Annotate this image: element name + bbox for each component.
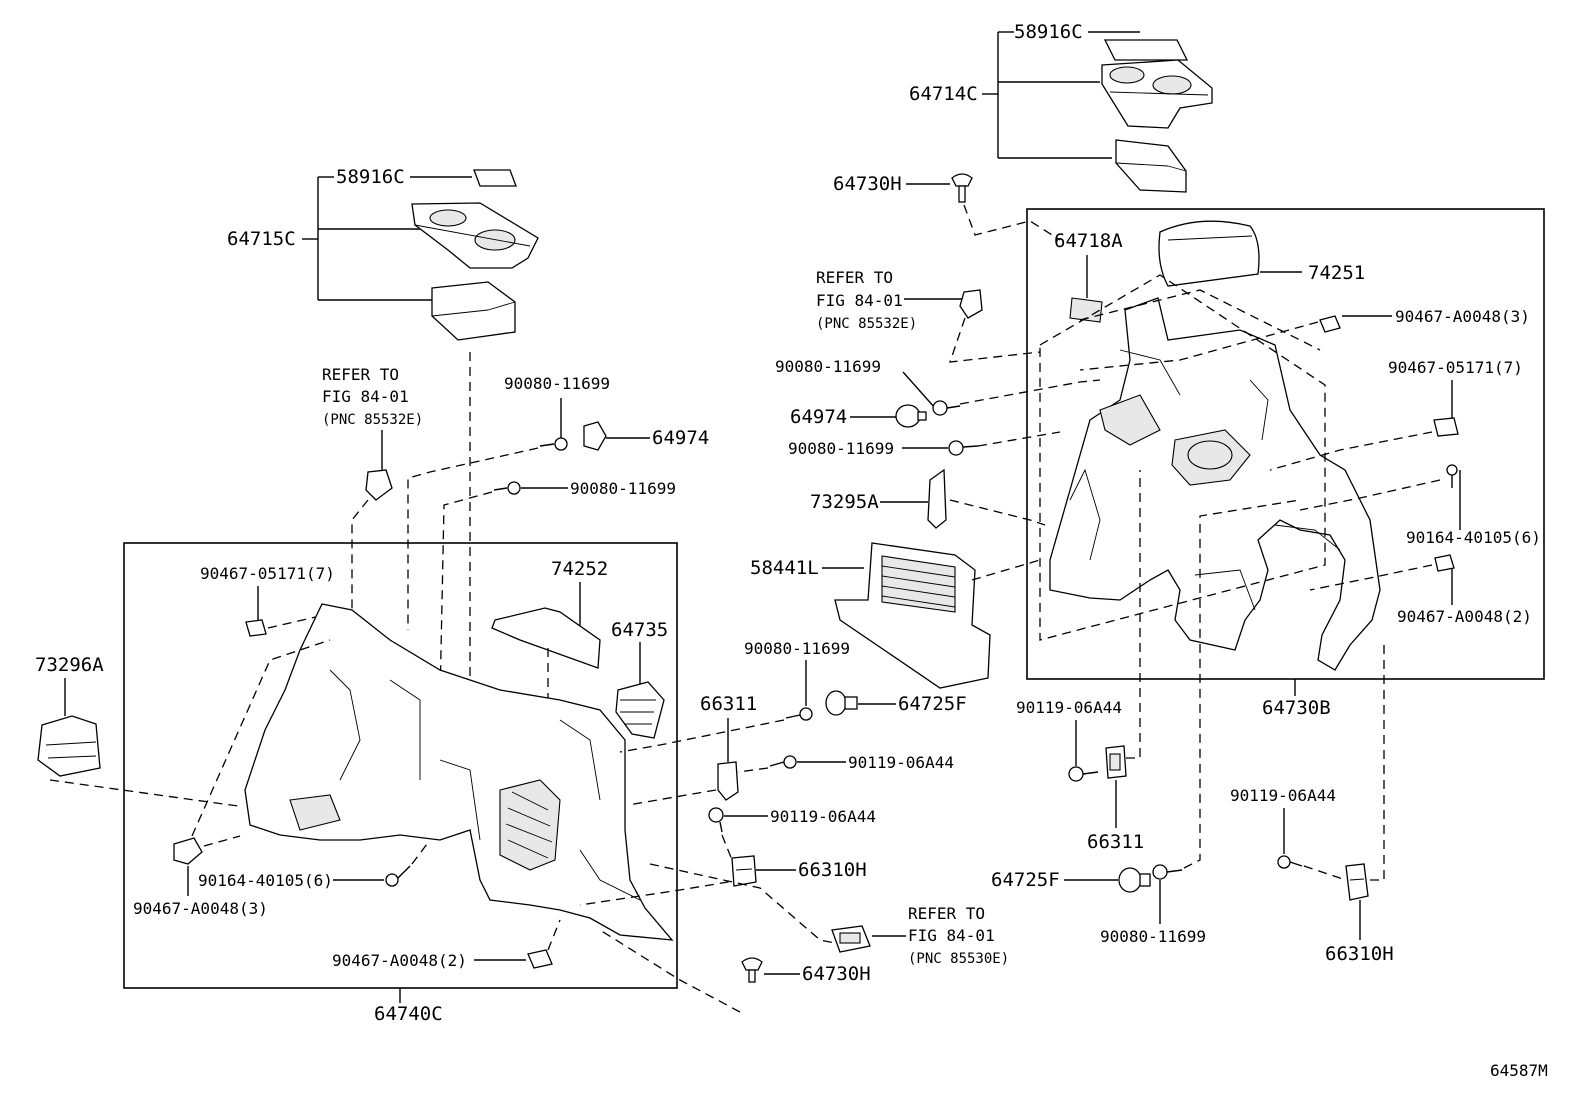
label-64715C: 64715C bbox=[227, 228, 296, 250]
label-64974-mid: 64974 bbox=[790, 406, 847, 428]
clip-66310H-right bbox=[1345, 863, 1369, 901]
label-64730B: 64730B bbox=[1262, 697, 1331, 719]
label-90080-11699-e: 90080-11699 bbox=[744, 639, 850, 658]
screw-90119-06A44-c bbox=[1068, 766, 1099, 782]
cover-74252 bbox=[491, 607, 601, 669]
ref-top-line3: (PNC 85532E) bbox=[816, 316, 917, 332]
ref-top-line2: FIG 84-01 bbox=[816, 291, 903, 310]
clip-64730H-bottom bbox=[741, 957, 763, 983]
label-66311-right: 66311 bbox=[1087, 831, 1144, 853]
label-90467-05171-7-right: 90467-05171(7) bbox=[1388, 358, 1523, 377]
diagram-id: 64587M bbox=[1490, 1061, 1548, 1080]
cup-holder-64715C: 58916C 64715C bbox=[227, 166, 539, 341]
label-90467-A0048-3-right: 90467-A0048(3) bbox=[1395, 307, 1530, 326]
clip-66311-mid bbox=[717, 761, 739, 801]
label-64730H-bottom: 64730H bbox=[802, 963, 871, 985]
grommet-64725F-mid bbox=[825, 690, 858, 716]
clip-66311-right bbox=[1105, 745, 1127, 779]
ref-bottom-line2: FIG 84-01 bbox=[908, 926, 995, 945]
clip-90467-A0048-right-top bbox=[1319, 315, 1341, 333]
screw-90119-06A44-d bbox=[1277, 855, 1303, 869]
label-64740C: 64740C bbox=[374, 1003, 443, 1025]
label-66310H-mid: 66310H bbox=[798, 859, 867, 881]
label-64735: 64735 bbox=[611, 619, 668, 641]
label-90467-A0048-2-right: 90467-A0048(2) bbox=[1397, 607, 1532, 626]
label-90119-06A44-c: 90119-06A44 bbox=[1016, 698, 1122, 717]
label-90119-06A44-a: 90119-06A44 bbox=[848, 753, 954, 772]
clip-66310H-mid bbox=[731, 855, 757, 887]
label-90467-A0048-2-left: 90467-A0048(2) bbox=[332, 951, 467, 970]
clip-64730H-top bbox=[951, 173, 973, 203]
clip-90467-05171-left bbox=[245, 619, 267, 637]
pad-64718A bbox=[1069, 297, 1103, 323]
label-90164-40105-6-right: 90164-40105(6) bbox=[1406, 528, 1541, 547]
label-74251: 74251 bbox=[1308, 262, 1365, 284]
screw-90080-11699-c bbox=[539, 437, 568, 451]
label-58916C-left: 58916C bbox=[336, 166, 405, 188]
label-64725F-mid: 64725F bbox=[898, 693, 967, 715]
label-64974-left: 64974 bbox=[652, 427, 709, 449]
bracket-73295A bbox=[927, 468, 947, 529]
label-90080-11699-c: 90080-11699 bbox=[504, 374, 610, 393]
screw-90164-40105-right bbox=[1446, 464, 1458, 488]
label-90119-06A44-d: 90119-06A44 bbox=[1230, 786, 1336, 805]
screw-90080-11699-e bbox=[785, 707, 813, 721]
ref-bottom-line1: REFER TO bbox=[908, 904, 985, 923]
ref-left-line2: FIG 84-01 bbox=[322, 387, 409, 406]
label-58441L: 58441L bbox=[750, 557, 819, 579]
ref-left-line1: REFER TO bbox=[322, 365, 399, 384]
ref-left-line3: (PNC 85532E) bbox=[322, 412, 423, 428]
clip-90467-A0048-right-bottom bbox=[1434, 554, 1455, 572]
trim-panel-64740C bbox=[244, 603, 674, 941]
label-66310H-right: 66310H bbox=[1325, 943, 1394, 965]
label-90080-11699-a: 90080-11699 bbox=[775, 357, 881, 376]
bracket-73296A bbox=[37, 715, 101, 777]
screw-90080-11699-d bbox=[493, 481, 521, 495]
bracket-64735 bbox=[615, 681, 665, 739]
right-assembly-frame bbox=[1026, 208, 1545, 680]
screw-90080-11699-a bbox=[932, 400, 961, 416]
speaker-grille-58441L bbox=[834, 542, 991, 689]
ref-bottom-line3: (PNC 85530E) bbox=[908, 951, 1009, 967]
cap-64974-mid bbox=[895, 404, 927, 428]
cover-74251 bbox=[1158, 220, 1260, 287]
screw-90119-06A44-b bbox=[708, 807, 724, 833]
ref-top-line1: REFER TO bbox=[816, 268, 893, 287]
clip-90467-A0048-left-bottom bbox=[527, 949, 553, 969]
label-90080-11699-b: 90080-11699 bbox=[788, 439, 894, 458]
label-90080-11699-d: 90080-11699 bbox=[570, 479, 676, 498]
label-74252: 74252 bbox=[551, 558, 608, 580]
bracket-85532E-left bbox=[365, 469, 393, 501]
label-64725F-right: 64725F bbox=[991, 869, 1060, 891]
label-73295A: 73295A bbox=[810, 491, 879, 513]
label-66311-mid: 66311 bbox=[700, 693, 757, 715]
label-90080-11699-f: 90080-11699 bbox=[1100, 927, 1206, 946]
screw-90119-06A44-a bbox=[769, 755, 797, 769]
reference-note-bottom: REFER TO FIG 84-01 (PNC 85530E) bbox=[908, 904, 1009, 967]
screw-90080-11699-b bbox=[948, 440, 979, 456]
label-73296A: 73296A bbox=[35, 654, 104, 676]
bracket-85532E-top bbox=[959, 289, 983, 319]
label-90164-40105-6-left: 90164-40105(6) bbox=[198, 871, 333, 890]
label-90119-06A44-b: 90119-06A44 bbox=[770, 807, 876, 826]
label-90467-05171-7-left: 90467-05171(7) bbox=[200, 564, 335, 583]
reference-note-left: REFER TO FIG 84-01 (PNC 85532E) bbox=[322, 365, 423, 428]
label-58916C-top: 58916C bbox=[1014, 21, 1083, 43]
clip-90467-05171-right bbox=[1433, 417, 1459, 437]
label-64714C: 64714C bbox=[909, 83, 978, 105]
screw-90164-40105-left bbox=[385, 865, 411, 887]
label-64730H-top: 64730H bbox=[833, 173, 902, 195]
label-90467-A0048-3-left: 90467-A0048(3) bbox=[133, 899, 268, 918]
cap-64974-left bbox=[583, 421, 607, 451]
cup-holder-64714C: 58916C 64714C bbox=[909, 21, 1213, 193]
screw-90080-11699-f bbox=[1152, 864, 1183, 880]
connector-85530E bbox=[831, 925, 871, 953]
trim-panel-64730B bbox=[1049, 297, 1381, 671]
clip-90467-A0048-left bbox=[173, 837, 203, 865]
grommet-64725F-right bbox=[1118, 867, 1151, 893]
label-64718A: 64718A bbox=[1054, 230, 1123, 252]
reference-note-top: REFER TO FIG 84-01 (PNC 85532E) bbox=[816, 268, 917, 332]
